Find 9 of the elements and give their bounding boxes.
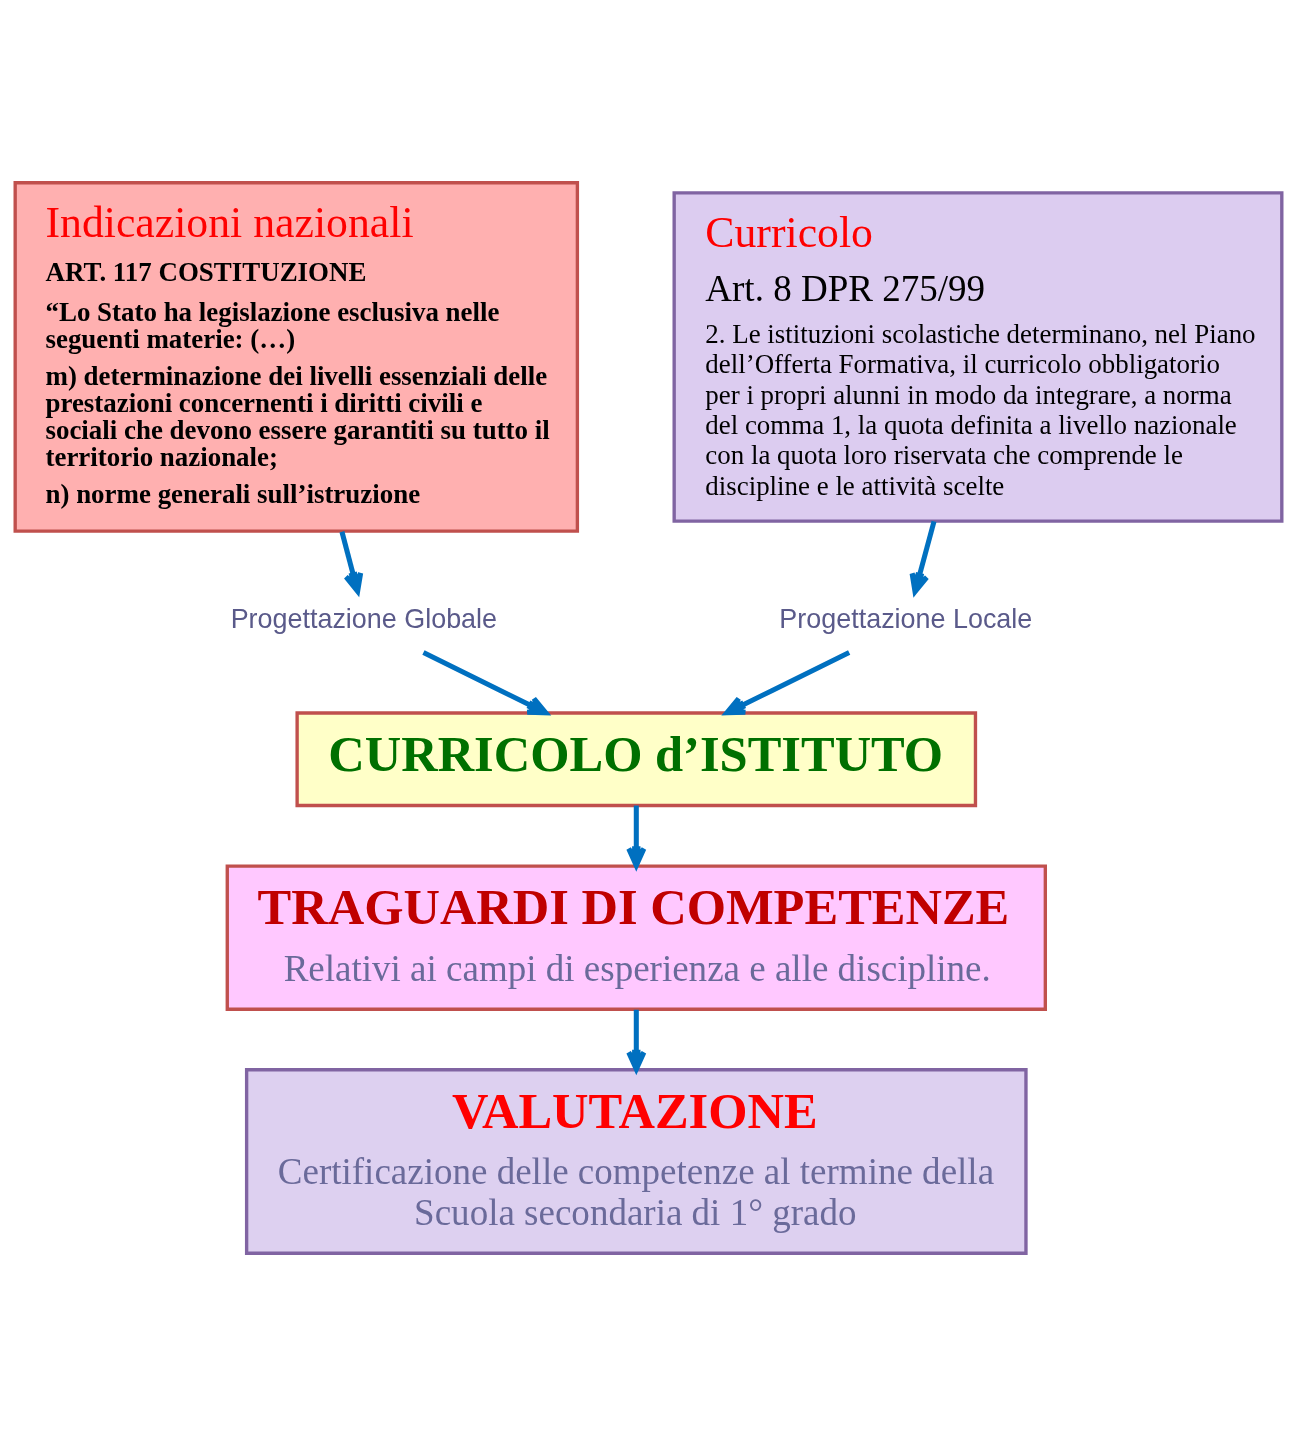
node-box: Curricolo Art. 8 DPR 275/99 2. Le istituzioni scolastiche determinano, nel Piano dell’Offerta Formativa, il curricolo obbligatorio per i propri alunni in modo da integrare, a norma del comma 1, la quota definita a livello nazionale con la quota loro riservata che comprende le discipline e le attività scelte bbox=[672, 190, 1284, 523]
node-box: TRAGUARDI DI COMPETENZE Relativi ai campi di esperienza e alle discipline. bbox=[225, 863, 1047, 1011]
arrow bbox=[724, 649, 851, 715]
node-text: Progettazione Locale bbox=[779, 603, 1033, 634]
node-box: Indicazioni nazionali ART. 117 COSTITUZIONE “Lo Stato ha legislazione esclusiva nelle seguenti materie: (…) m) determinazione dei livelli essenziali delle prestazioni concernenti i diritti civili e sociali che devono essere garantiti su tutto il territorio nazionale; n) norme generali sull’istruzione bbox=[13, 180, 580, 533]
node-box: CURRICOLO d’ISTITUTO bbox=[295, 710, 978, 807]
arrow bbox=[422, 649, 549, 715]
node-text: Progettazione Globale bbox=[230, 603, 498, 634]
node-box: VALUTAZIONE Certificazione delle competenze al termine della Scuola secondaria di 1° grado bbox=[244, 1067, 1028, 1255]
